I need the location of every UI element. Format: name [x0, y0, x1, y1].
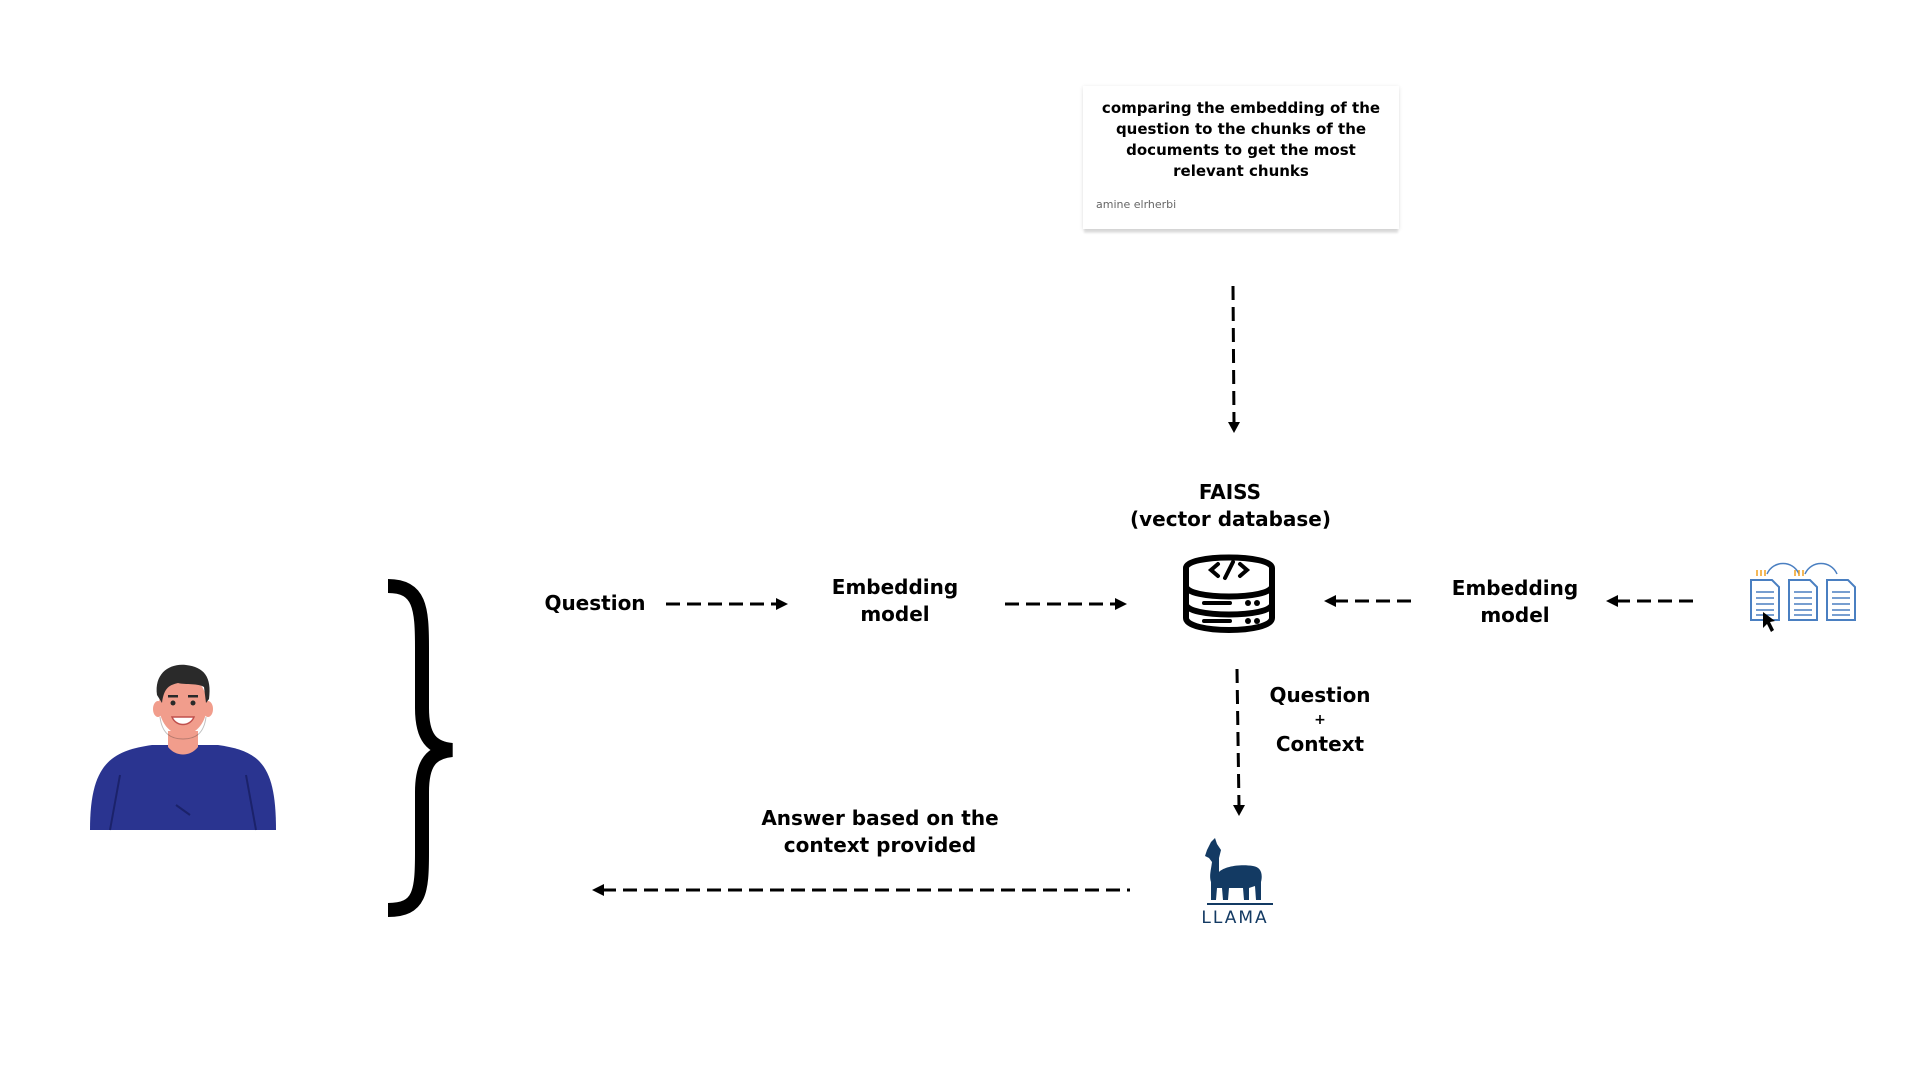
arrow-faiss-to-llama	[1233, 668, 1245, 816]
arrow-documents-to-embedding	[1606, 595, 1700, 607]
arrow-answer-to-user	[592, 884, 1130, 896]
arrow-question-to-embedding	[666, 598, 788, 610]
llama-logo-text: LLAMA	[1201, 908, 1269, 928]
user-avatar	[90, 664, 276, 831]
faiss-title: FAISS(vector database)	[1130, 480, 1332, 531]
note-text: comparing the embedding of the question …	[1101, 99, 1381, 180]
curly-brace	[387, 579, 454, 917]
database-icon	[1183, 554, 1275, 633]
arrow-embedding-to-faiss	[1005, 598, 1127, 610]
question-context-label: Question + Context	[1269, 683, 1371, 756]
llama-icon	[1205, 838, 1273, 905]
annotation-note: comparing the embedding of the question …	[1083, 86, 1399, 229]
arrow-embedding-right-to-faiss	[1324, 595, 1418, 607]
note-author: amine elrherbi	[1096, 198, 1177, 211]
llama-logo: LLAMA	[1195, 838, 1285, 948]
arrow-note-to-faiss	[1228, 285, 1240, 433]
question-label: Question	[544, 591, 646, 615]
documents-icon	[1750, 562, 1856, 632]
